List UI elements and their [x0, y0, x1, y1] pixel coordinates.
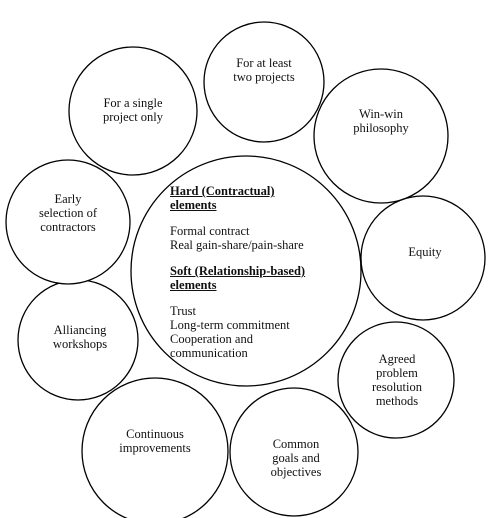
soft-elements-heading-cont: elements — [170, 278, 217, 292]
label-line: Common — [272, 437, 320, 451]
label-line: Alliancing — [53, 323, 107, 337]
label-line: problem — [376, 366, 418, 380]
label-line: objectives — [270, 465, 322, 479]
soft-item: communication — [170, 346, 248, 360]
label-line: selection of — [39, 206, 97, 220]
label-line: Agreed — [378, 352, 416, 366]
label-two-projects: For at least two projects — [233, 56, 294, 84]
circle-win-win — [313, 68, 449, 204]
hard-item: Formal contract — [170, 224, 250, 238]
label-line: improvements — [119, 441, 191, 455]
hard-elements-heading-cont: elements — [170, 198, 217, 212]
label-line: goals and — [272, 451, 320, 465]
label-line: contractors — [40, 220, 96, 234]
label-line: resolution — [372, 380, 422, 394]
hard-item: Real gain-share/pain-share — [170, 238, 304, 252]
label-line: project only — [102, 110, 164, 124]
label-equity: Equity — [408, 245, 441, 259]
circle-continuous — [81, 377, 229, 518]
label-alliancing: Alliancing workshops — [53, 323, 107, 351]
circle-common-goals — [229, 387, 359, 517]
label-continuous: Continuous improvements — [119, 427, 191, 455]
label-line: philosophy — [353, 121, 409, 135]
circle-single-project — [68, 46, 198, 176]
circle-agreed-problem — [337, 321, 455, 439]
label-line: Continuous — [126, 427, 184, 441]
label-line: For at least — [236, 56, 292, 70]
label-agreed-problem: Agreed problem resolution methods — [372, 352, 422, 408]
soft-elements-heading: Soft (Relationship-based) — [170, 264, 306, 278]
circle-center — [130, 155, 362, 387]
label-line: methods — [375, 394, 419, 408]
label-line: workshops — [52, 337, 108, 351]
circle-equity — [360, 195, 486, 321]
label-win-win: Win-win philosophy — [353, 107, 409, 135]
circle-early-selection — [5, 159, 131, 285]
soft-item: Trust — [170, 304, 196, 318]
label-line: Equity — [408, 245, 442, 259]
soft-item: Long-term commitment — [170, 318, 290, 332]
center-elements-text: Hard (Contractual) elements Formal contr… — [170, 184, 305, 360]
label-single-project: For a single project only — [103, 96, 163, 124]
label-line: For a single — [103, 96, 163, 110]
hard-elements-heading: Hard (Contractual) — [170, 184, 275, 198]
label-line: Early — [54, 192, 82, 206]
label-line: Win-win — [359, 107, 403, 121]
circle-two-projects — [203, 21, 325, 143]
label-early-selection: Early selection of contractors — [39, 192, 97, 234]
soft-item: Cooperation and — [170, 332, 253, 346]
label-common-goals: Common goals and objectives — [271, 437, 322, 479]
label-line: two projects — [233, 70, 295, 84]
